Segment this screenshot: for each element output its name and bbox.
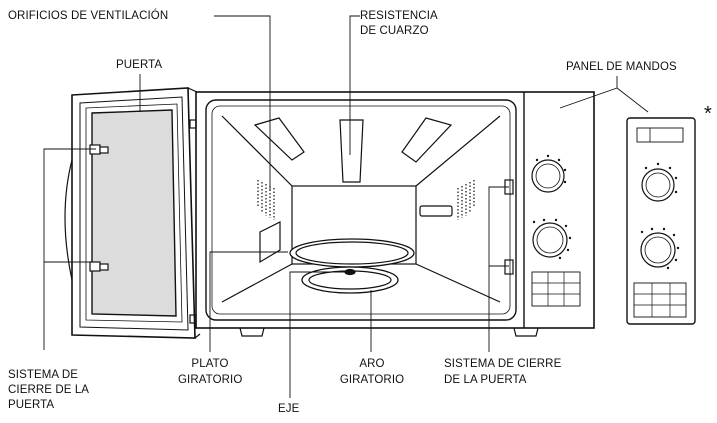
vent-holes-right <box>457 180 475 220</box>
door-latch-top <box>89 144 109 155</box>
label-aro-line2: GIRATORIO <box>339 374 405 386</box>
leader-lines <box>43 15 649 398</box>
door <box>64 87 201 339</box>
label-puerta: PUERTA <box>116 59 163 71</box>
label-sistema-der-line1: SISTEMA DE CIERRE <box>444 358 562 370</box>
vent-holes-left <box>257 180 275 220</box>
label-resistencia-line1: RESISTENCIA <box>360 10 438 22</box>
label-resistencia-line2: DE CUARZO <box>360 25 429 37</box>
turntable-plate <box>289 238 415 268</box>
control-panel <box>531 159 581 307</box>
label-sistema-izq-line3: PUERTA <box>8 399 55 411</box>
label-sistema-der-line2: DE LA PUERTA <box>444 374 527 386</box>
label-orificios: ORIFICIOS DE VENTILACIÓN <box>8 10 169 22</box>
turntable-ring <box>301 266 399 294</box>
label-sistema-izq-line2: CIERRE DE LA <box>8 384 90 396</box>
label-plato-line2: GIRATORIO <box>178 374 243 386</box>
oven-cavity <box>205 99 517 321</box>
control-panel-detail <box>626 117 696 325</box>
label-asterisk: * <box>704 103 712 125</box>
door-window <box>91 109 177 317</box>
label-sistema-izq-line1: SISTEMA DE <box>8 369 79 381</box>
label-eje: EJE <box>278 403 300 415</box>
label-aro-line1: ARO <box>359 358 385 370</box>
label-plato-line1: PLATO <box>191 358 229 370</box>
oven-body <box>195 91 595 337</box>
knob-ticks <box>532 154 680 270</box>
label-panel: PANEL DE MANDOS <box>566 61 677 73</box>
